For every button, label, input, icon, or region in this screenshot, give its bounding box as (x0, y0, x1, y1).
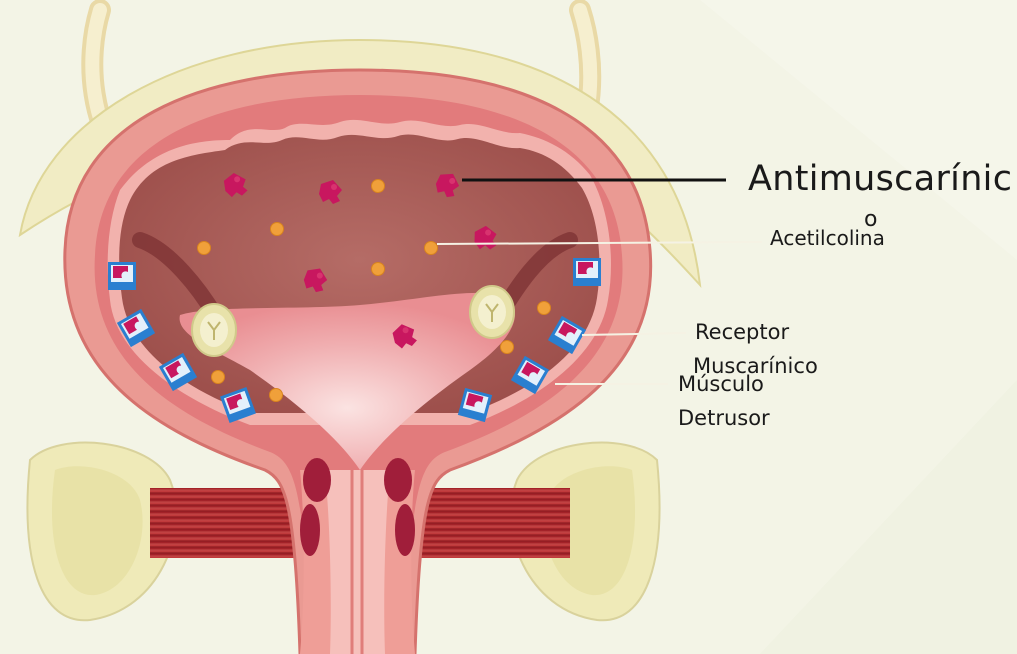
urethra (300, 458, 415, 654)
acetylcholine-molecule-icon (501, 341, 514, 354)
acetylcholine-molecule-icon (372, 180, 385, 193)
acetylcholine-molecule-icon (271, 223, 284, 236)
pelvic-muscle-left (150, 488, 300, 558)
ureter-orifice-right (470, 286, 514, 338)
label-muscle: Músculo (678, 374, 764, 395)
muscarinic-receptor-icon (573, 258, 601, 286)
ureter-orifice-left (192, 304, 236, 356)
acetylcholine-molecule-icon (538, 302, 551, 315)
acetylcholine-molecule-icon (270, 389, 283, 402)
label-acetylcholine: Acetilcolina (770, 228, 885, 248)
acetylcholine-molecule-icon (212, 371, 225, 384)
label-receptor: Receptor (695, 322, 789, 343)
pelvic-muscle-right (410, 488, 570, 558)
label-antimuscarinic: Antimuscarínic (748, 162, 1012, 197)
acetylcholine-molecule-icon (372, 263, 385, 276)
acetylcholine-molecule-icon (198, 242, 211, 255)
muscarinic-receptor-icon (108, 262, 136, 290)
acetylcholine-molecule-icon (425, 242, 438, 255)
label-detrusor: Detrusor (678, 408, 770, 429)
